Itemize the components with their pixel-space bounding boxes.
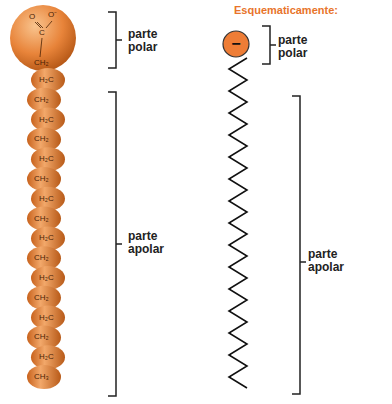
chemical-group: CH₂	[34, 215, 49, 223]
chemical-group: O⁻	[48, 11, 57, 19]
polar-head-ball: O O⁻ C CH₂	[8, 4, 78, 74]
apolar-bracket	[292, 96, 306, 394]
head-ball	[10, 5, 76, 71]
chemical-group: H₂C	[39, 195, 54, 203]
chemical-group: CH₂	[34, 96, 49, 104]
charge-sign: −	[231, 36, 240, 52]
chemical-group: H₂C	[39, 234, 54, 242]
part-label: parte polar	[128, 28, 170, 54]
heading: Esquematicamente:	[234, 4, 338, 16]
polar-bracket	[108, 12, 122, 68]
chemical-group: H₂C	[39, 353, 54, 361]
part-label: parte apolar	[128, 230, 178, 256]
apolar-tail: H₂C CH₂ H₂C CH₂ H₂C CH₂ H₂C CH₂ H₂C CH₂ H₂C CH₂ H₂C C…	[26, 70, 66, 398]
apolar-bracket	[108, 92, 122, 396]
part-label: parte apolar	[308, 248, 358, 274]
chemical-group: H₂C	[39, 274, 54, 282]
apolar-chain-zigzag	[229, 58, 247, 388]
part-label: parte polar	[278, 34, 320, 60]
head-circle	[223, 31, 249, 57]
chemical-group: C	[39, 29, 45, 37]
chemical-group: CH₂	[34, 254, 49, 262]
tail-segment	[27, 365, 61, 389]
chemical-group: O	[29, 13, 35, 21]
chemical-group: H₂C	[39, 155, 54, 163]
chemical-group: CH₂	[34, 135, 49, 143]
polar-bracket	[262, 26, 276, 64]
bond-lines	[35, 21, 52, 57]
chemical-group: H₂C	[39, 116, 54, 124]
chemical-group: H₂C	[39, 76, 54, 84]
chemical-group: CH₂	[34, 175, 49, 183]
chemical-group: CH₂	[34, 59, 49, 67]
chemical-group: CH₂	[34, 294, 49, 302]
chemical-group: H₂C	[39, 314, 54, 322]
polar-head-circle: −	[222, 30, 250, 58]
chemical-group: CH₂	[34, 333, 49, 341]
chemical-group: CH₃	[34, 373, 49, 381]
